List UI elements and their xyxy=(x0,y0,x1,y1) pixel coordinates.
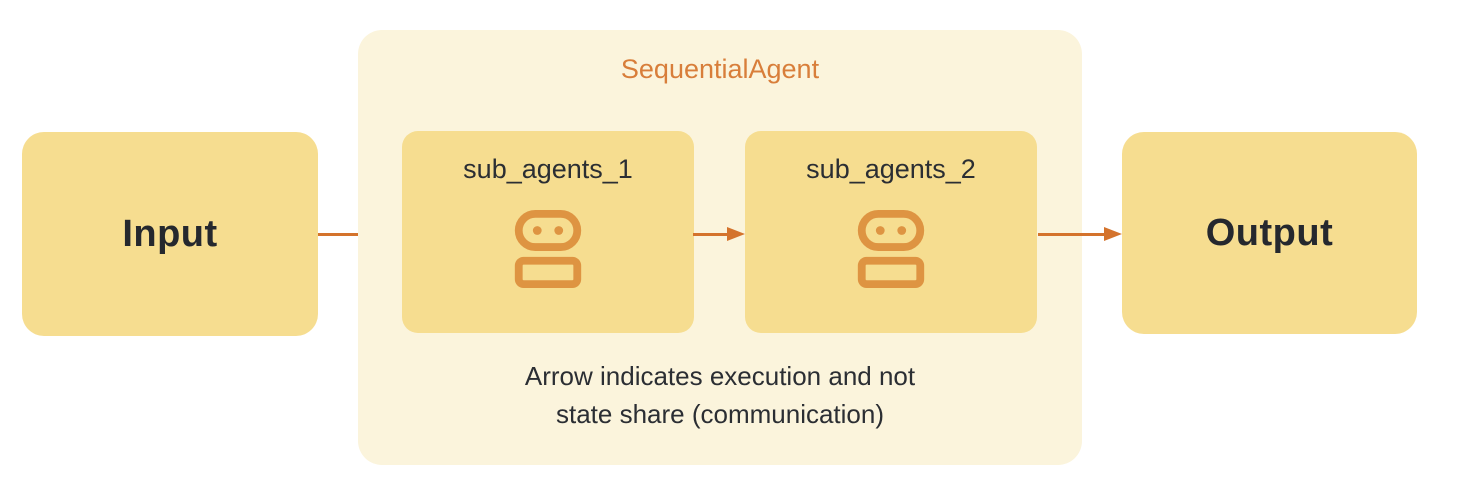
caption: Arrow indicates execution and not state … xyxy=(358,357,1082,433)
group-title: SequentialAgent xyxy=(620,54,820,84)
input-node: Input xyxy=(22,132,318,336)
arrowhead-icon xyxy=(1104,227,1122,241)
sub-agent-2-label: sub_agents_2 xyxy=(806,154,976,184)
robot-agent-icon xyxy=(514,210,582,289)
sub-agent-node-2: sub_agents_2 xyxy=(745,131,1037,333)
output-label: Output xyxy=(1205,211,1334,254)
arrow-shaft xyxy=(318,232,385,236)
output-node: Output xyxy=(1122,132,1417,334)
input-label: Input xyxy=(122,212,218,255)
caption-line-1: Arrow indicates execution and not xyxy=(524,361,916,391)
robot-agent-icon xyxy=(857,210,925,289)
caption-line-2: state share (communication) xyxy=(555,399,885,429)
arrow-sub2-to-output xyxy=(1038,227,1122,241)
arrow-shaft xyxy=(1038,232,1107,236)
sub-agent-node-1: sub_agents_1 xyxy=(402,131,694,333)
sub-agent-1-label: sub_agents_1 xyxy=(463,154,633,184)
sequential-agent-group: SequentialAgent sub_agents_1 sub_agents_… xyxy=(358,30,1082,465)
arrow-sub1-to-sub2 xyxy=(693,227,745,241)
arrow-shaft xyxy=(693,232,730,236)
arrowhead-icon xyxy=(727,227,745,241)
